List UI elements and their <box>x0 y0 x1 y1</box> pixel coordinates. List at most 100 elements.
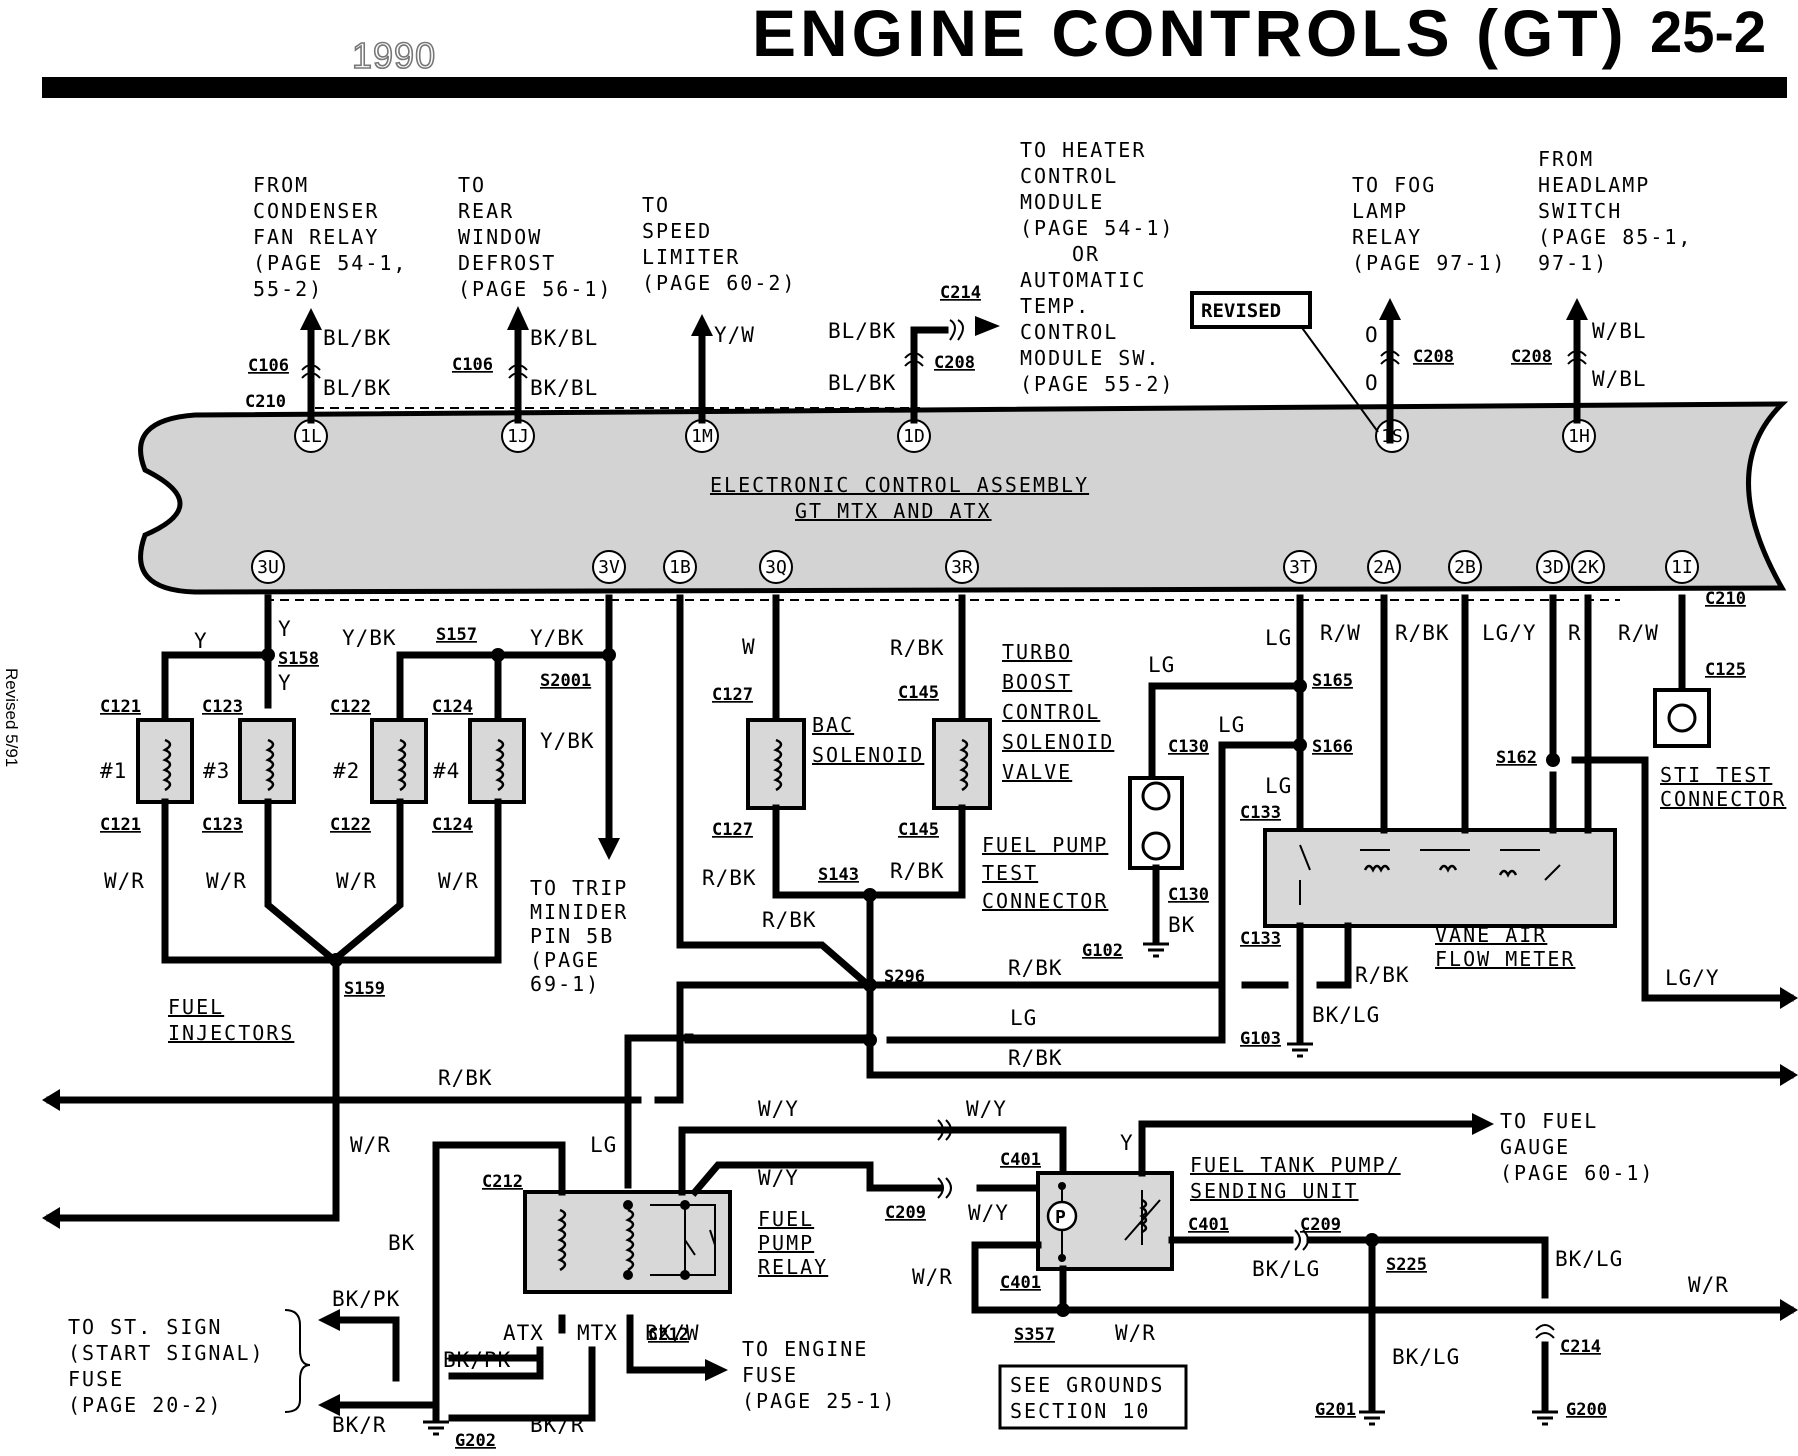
svg-text:W/Y: W/Y <box>758 1166 799 1190</box>
header-rule <box>42 77 1787 98</box>
svg-text:BK/BL: BK/BL <box>530 326 598 350</box>
svg-text:C214: C214 <box>1560 1337 1601 1357</box>
svg-text:BOOST: BOOST <box>1002 670 1072 694</box>
svg-text:W/R: W/R <box>104 869 145 893</box>
svg-text:S296: S296 <box>884 967 925 987</box>
page-title: ENGINE CONTROLS (GT) <box>752 0 1628 70</box>
svg-text:TO ST. SIGN: TO ST. SIGN <box>68 1315 222 1339</box>
svg-text:R/BK: R/BK <box>1395 621 1450 645</box>
ecu-pin-circle-2B <box>1448 550 1482 584</box>
svg-text:BK/LG: BK/LG <box>1252 1257 1320 1281</box>
svg-text:G103: G103 <box>1240 1029 1281 1049</box>
svg-text:W/Y: W/Y <box>966 1097 1007 1121</box>
svg-text:#4: #4 <box>433 759 460 783</box>
svg-text:C209: C209 <box>885 1203 926 1223</box>
splice-dot <box>1546 753 1560 767</box>
svg-text:AUTOMATIC: AUTOMATIC <box>1020 268 1146 292</box>
ecu-pin-3Q: 3Q <box>765 557 787 578</box>
svg-text:BAC: BAC <box>812 713 854 737</box>
svg-text:BK/R: BK/R <box>530 1413 585 1437</box>
svg-text:C130: C130 <box>1168 885 1209 905</box>
revision-note: Revised 5/91 <box>2 668 21 767</box>
ground-icon <box>1287 1042 1313 1058</box>
svg-text:VALVE: VALVE <box>1002 760 1072 784</box>
ecu-pin-1B: 1B <box>669 557 691 578</box>
svg-text:C401: C401 <box>1000 1273 1041 1293</box>
svg-text:Y: Y <box>278 617 292 641</box>
ecu-pin-circle-3R <box>945 550 979 584</box>
text-labels: FROM CONDENSER FAN RELAY (PAGE 54-1, 55-… <box>68 138 1786 1451</box>
svg-text:FUEL: FUEL <box>758 1207 814 1231</box>
svg-text:(PAGE 97-1): (PAGE 97-1) <box>1352 251 1506 275</box>
start-signal-note: TO ST. SIGN (START SIGNAL) FUSE (PAGE 20… <box>68 1315 263 1417</box>
svg-text:MINIDER: MINIDER <box>530 900 628 924</box>
svg-text:BK/LG: BK/LG <box>1312 1003 1380 1027</box>
svg-text:SOLENOID: SOLENOID <box>812 743 924 767</box>
svg-text:C214: C214 <box>940 283 981 303</box>
trip-minder-note: TO TRIP MINIDER PIN 5B (PAGE 69-1) <box>530 876 628 996</box>
svg-text:TO: TO <box>642 193 670 217</box>
svg-text:C124: C124 <box>432 697 473 717</box>
heater-note: TO HEATER CONTROL MODULE (PAGE 54-1) OR … <box>1020 138 1172 396</box>
svg-text:RELAY: RELAY <box>758 1255 828 1279</box>
svg-text:(PAGE 20-2): (PAGE 20-2) <box>68 1393 222 1417</box>
splice-dot <box>1293 738 1307 752</box>
svg-text:CONNECTOR: CONNECTOR <box>1660 787 1786 811</box>
svg-text:R/W: R/W <box>1618 621 1659 645</box>
svg-text:Y/BK: Y/BK <box>342 626 397 650</box>
splice-dot <box>863 1033 877 1047</box>
splice-dot <box>1293 679 1307 693</box>
fuel-pump-relay-label: FUEL PUMP RELAY <box>758 1207 828 1279</box>
svg-text:RELAY: RELAY <box>1352 225 1422 249</box>
svg-text:CONDENSER: CONDENSER <box>253 199 379 223</box>
svg-text:(PAGE 25-1): (PAGE 25-1) <box>742 1389 896 1413</box>
ecu-pin-3R: 3R <box>951 557 973 578</box>
svg-text:TO ENGINE: TO ENGINE <box>742 1337 868 1361</box>
turbo-valve-label: TURBO BOOST CONTROL SOLENOID VALVE <box>1002 640 1112 784</box>
svg-text:W/R: W/R <box>1688 1273 1729 1297</box>
svg-text:C145: C145 <box>898 820 939 840</box>
svg-text:TO TRIP: TO TRIP <box>530 876 628 900</box>
svg-text:W/R: W/R <box>350 1133 391 1157</box>
svg-text:S158: S158 <box>278 649 319 669</box>
svg-text:FUEL: FUEL <box>168 995 224 1019</box>
svg-text:PIN 5B: PIN 5B <box>530 924 614 948</box>
svg-text:C123: C123 <box>202 815 243 835</box>
svg-text:FAN RELAY: FAN RELAY <box>253 225 379 249</box>
svg-text:C127: C127 <box>712 685 753 705</box>
svg-text:C401: C401 <box>1188 1215 1229 1235</box>
svg-text:TO HEATER: TO HEATER <box>1020 138 1146 162</box>
svg-text:MTX: MTX <box>577 1321 618 1345</box>
svg-text:R/BK: R/BK <box>890 859 945 883</box>
middle-wiring <box>624 594 1794 1189</box>
svg-text:W/R: W/R <box>336 869 377 893</box>
svg-text:FUSE: FUSE <box>742 1363 798 1387</box>
svg-text:LG: LG <box>590 1133 617 1157</box>
ecu-pin-2K: 2K <box>1577 557 1599 578</box>
svg-text:C122: C122 <box>330 697 371 717</box>
headlamp-note: FROM HEADLAMP SWITCH (PAGE 85-1, 97-1) <box>1538 147 1690 275</box>
svg-text:G102: G102 <box>1082 941 1123 961</box>
svg-text:BL/BK: BL/BK <box>323 376 391 400</box>
svg-text:G200: G200 <box>1566 1400 1607 1420</box>
svg-text:C133: C133 <box>1240 803 1281 823</box>
svg-text:BK/LG: BK/LG <box>1555 1247 1623 1271</box>
svg-text:#3: #3 <box>203 759 230 783</box>
svg-text:Y/BK: Y/BK <box>530 626 585 650</box>
ecu-pin-circle-1I <box>1665 550 1699 584</box>
svg-text:TO FOG: TO FOG <box>1352 173 1436 197</box>
svg-text:FUEL TANK PUMP/: FUEL TANK PUMP/ <box>1190 1153 1401 1177</box>
svg-text:C127: C127 <box>712 820 753 840</box>
see-grounds-note: SEE GROUNDS SECTION 10 <box>1010 1373 1162 1423</box>
revised-badge: REVISED <box>1201 300 1281 322</box>
svg-text:Y: Y <box>1120 1131 1134 1155</box>
svg-text:R: R <box>1568 621 1582 645</box>
ecu-pin-2A: 2A <box>1373 557 1395 578</box>
svg-text:C208: C208 <box>1413 347 1454 367</box>
svg-text:Y: Y <box>194 629 208 653</box>
svg-text:R/BK: R/BK <box>762 908 817 932</box>
speed-limiter-note: TO SPEED LIMITER (PAGE 60-2) <box>642 193 794 295</box>
ecu-pin-1L: 1L <box>300 426 322 447</box>
svg-text:MODULE SW.: MODULE SW. <box>1020 346 1160 370</box>
